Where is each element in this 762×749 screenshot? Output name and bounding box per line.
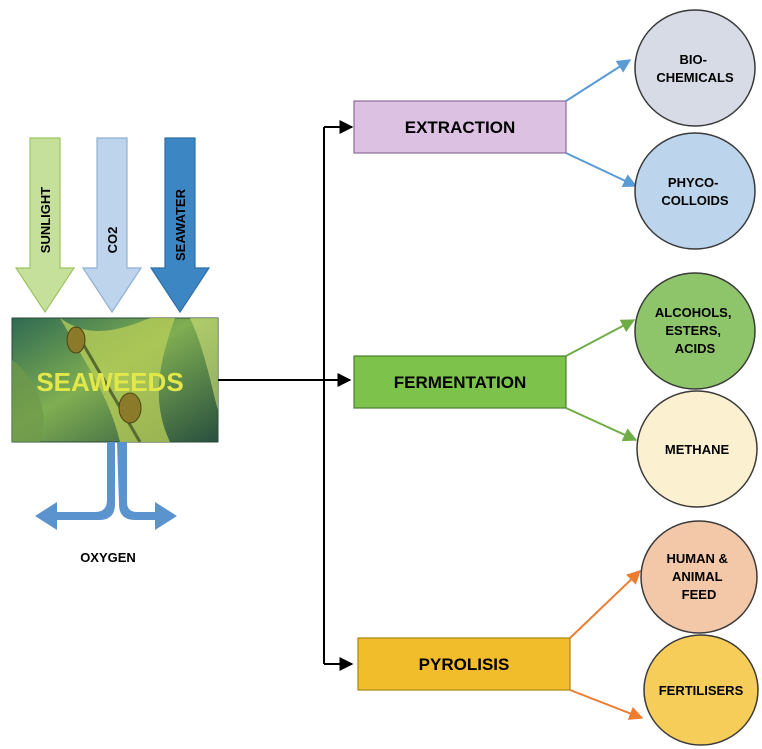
product-circle — [634, 272, 756, 390]
product-circle — [636, 390, 758, 508]
kelp-bladder-icon — [118, 392, 142, 424]
product-circle — [640, 520, 758, 634]
product-label: PHYCO- COLLOIDS — [661, 175, 728, 208]
product-phycocolloids: PHYCO- COLLOIDS — [634, 132, 756, 250]
product-alcohols-esters-acids: ALCOHOLS, ESTERS, ACIDS — [634, 272, 756, 390]
input-arrow-seawater: SEAWATER — [149, 137, 211, 314]
co2-arrow-shape — [81, 137, 143, 314]
kelp-bladder-icon — [66, 326, 86, 354]
input-arrow-co2: CO2 — [81, 137, 143, 314]
kelp-frond-icon — [190, 318, 218, 410]
process-extraction: EXTRACTION — [353, 100, 567, 154]
process-label: PYROLISIS — [419, 655, 510, 674]
product-arrows — [565, 59, 644, 720]
input-label: SUNLIGHT — [38, 187, 53, 254]
oxygen-arrow-shape — [35, 442, 177, 530]
input-arrows: SUNLIGHT CO2 SEAWATER — [14, 137, 211, 314]
product-circle — [634, 132, 756, 250]
pyrolisis-box — [357, 637, 571, 691]
product-label: HUMAN & ANIMAL FEED — [666, 551, 731, 602]
product-label: METHANE — [665, 442, 730, 457]
product-label: BIO- CHEMICALS — [656, 52, 734, 85]
fermentation-box — [353, 355, 567, 409]
product-circle — [634, 9, 756, 127]
kelp-frond-icon — [60, 318, 175, 442]
seaweeds-image: SEAWEEDS — [11, 317, 219, 443]
product-fertilisers: FERTILISERS — [643, 634, 759, 746]
arrow-to-phycocolloids — [565, 152, 638, 187]
arrow-to-alcohols — [565, 319, 636, 357]
arrow-to-methane — [565, 407, 638, 442]
arrow-to-biochemicals — [565, 59, 632, 102]
product-human-animal-feed: HUMAN & ANIMAL FEED — [640, 520, 758, 634]
process-label: EXTRACTION — [405, 118, 516, 137]
seawater-arrow-shape — [149, 137, 211, 314]
arrow-to-feed — [569, 570, 642, 639]
process-connectors — [218, 120, 354, 671]
process-pyrolisis: PYROLISIS — [357, 637, 571, 691]
input-label: CO2 — [105, 227, 120, 254]
process-label: FERMENTATION — [394, 373, 527, 392]
input-arrow-sunlight: SUNLIGHT — [14, 137, 76, 314]
extraction-box — [353, 100, 567, 154]
product-label: ALCOHOLS, ESTERS, ACIDS — [655, 305, 735, 356]
sunlight-arrow-shape — [14, 137, 76, 314]
oxygen-output-arrow: OXYGEN — [35, 442, 177, 565]
product-methane: METHANE — [636, 390, 758, 508]
product-biochemicals: BIO- CHEMICALS — [634, 9, 756, 127]
oxygen-label: OXYGEN — [80, 550, 136, 565]
seaweeds-label: SEAWEEDS — [36, 367, 183, 397]
arrow-to-fertilisers — [569, 689, 644, 720]
product-circle — [643, 634, 759, 746]
product-label: FERTILISERS — [659, 683, 744, 698]
kelp-frond-icon — [12, 360, 44, 442]
input-label: SEAWATER — [173, 188, 188, 261]
process-fermentation: FERMENTATION — [353, 355, 567, 409]
